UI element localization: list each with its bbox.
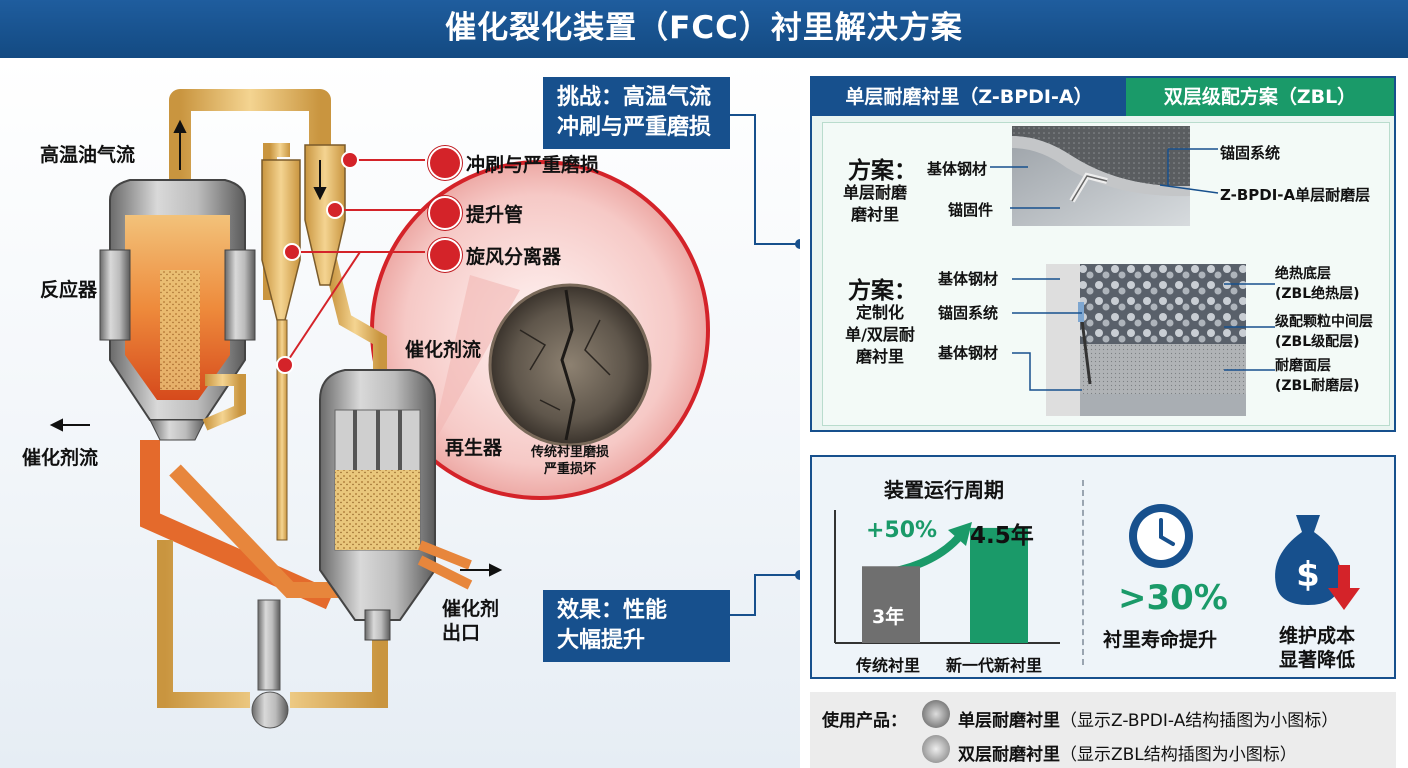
product-single-note: （显示Z-BPDI-A结构插图为小图标） xyxy=(1060,711,1339,731)
plan1-base-material: 基体钢材 xyxy=(927,160,988,178)
plan2-insulation-layer: 绝热底层 (ZBL绝热层) xyxy=(1275,266,1360,302)
bar-label-old: 3年 xyxy=(872,606,905,628)
challenge-box: 挑战：高温气流 冲刷与严重磨损 xyxy=(543,77,730,149)
plan1-anchor-piece: 锚固件 xyxy=(948,201,994,219)
plan2-subtitle: 定制化 单/双层耐 磨衬里 xyxy=(845,303,915,366)
plan1-anchor-system: 锚固系统 xyxy=(1220,144,1281,162)
worn-lining-caption: 传统衬里磨损 严重损坏 xyxy=(530,445,609,477)
label-reactor: 反应器 xyxy=(40,279,98,301)
bar-traditional xyxy=(862,566,920,643)
plan2-wear-face-layer: 耐磨面层 (ZBL耐磨层) xyxy=(1275,358,1360,394)
plan1-leader-lines xyxy=(990,148,1219,209)
money-bag-icon: $ xyxy=(1275,515,1360,610)
single-layer-product-icon xyxy=(922,700,950,728)
svg-text:$: $ xyxy=(1296,555,1320,595)
fcc-unit-diagram xyxy=(49,89,800,729)
label-catalyst-flow-left: 催化剂流 xyxy=(22,447,99,469)
single-layer-cross-section xyxy=(1012,126,1190,226)
products-label: 使用产品： xyxy=(822,711,907,731)
callout-erosion: 冲刷与严重磨损 xyxy=(466,154,600,176)
erosion-icon xyxy=(428,146,462,180)
label-catalyst-outlet: 催化剂 出口 xyxy=(442,598,500,644)
bar-new-generation xyxy=(970,527,1028,643)
plan2-base-material-top: 基体钢材 xyxy=(938,270,999,288)
product-double: 双层耐磨衬里（显示ZBL结构插图为小图标） xyxy=(958,740,1297,765)
callout-cyclone: 旋风分离器 xyxy=(466,246,562,268)
label-regenerator: 再生器 xyxy=(445,437,503,459)
label-oil-gas-flow: 高温油气流 xyxy=(40,144,136,166)
clock-icon xyxy=(1129,504,1193,568)
plan1-title: 方案： xyxy=(848,158,917,184)
increase-label: +50% xyxy=(866,518,938,543)
product-double-note: （显示ZBL结构插图为小图标） xyxy=(1060,745,1297,765)
worn-lining-photo xyxy=(488,283,652,447)
riser-icon xyxy=(428,196,462,230)
plan2-anchor-system: 锚固系统 xyxy=(938,304,999,322)
plan2-base-material-bottom: 基体钢材 xyxy=(938,344,999,362)
double-layer-product-icon xyxy=(922,735,950,763)
plan1-wear-layer: Z-BPDI-A单层耐磨层 xyxy=(1220,186,1371,204)
cost-reduction-label: 维护成本 显著降低 xyxy=(1278,625,1355,671)
products-bar xyxy=(810,692,1396,768)
life-increase-label: 衬里寿命提升 xyxy=(1103,629,1218,651)
product-single-name: 单层耐磨衬里 xyxy=(958,711,1060,731)
page-title: 催化裂化装置（FCC）衬里解决方案 xyxy=(0,0,1408,58)
product-double-name: 双层耐磨衬里 xyxy=(958,745,1060,765)
category-new: 新一代新衬里 xyxy=(946,656,1043,675)
label-catalyst-flow-mid: 催化剂流 xyxy=(405,339,482,361)
product-single: 单层耐磨衬里（显示Z-BPDI-A结构插图为小图标） xyxy=(958,706,1338,731)
growth-arrowhead xyxy=(948,522,972,546)
plan1-subtitle: 单层耐磨 磨衬里 xyxy=(842,183,907,224)
cyclone-icon xyxy=(428,238,462,272)
runtime-bar-chart xyxy=(834,510,1060,644)
plan2-graded-layer: 级配颗粒中间层 (ZBL级配层) xyxy=(1275,314,1373,350)
chart-title: 装置运行周期 xyxy=(884,478,1004,502)
down-arrow-icon xyxy=(1338,565,1350,590)
plan2-leader-lines xyxy=(1012,278,1275,391)
plan2-title: 方案： xyxy=(848,278,917,304)
effect-box: 效果：性能 大幅提升 xyxy=(543,590,730,662)
tab-double-layer[interactable]: 双层级配方案（ZBL） xyxy=(1126,78,1394,116)
life-increase-value: >30% xyxy=(1118,578,1228,618)
tab-single-layer[interactable]: 单层耐磨衬里（Z-BPDI-A） xyxy=(812,78,1126,116)
bar-label-new: 4.5年 xyxy=(970,523,1034,549)
category-old: 传统衬里 xyxy=(856,656,921,675)
callout-riser: 提升管 xyxy=(466,204,524,226)
divider xyxy=(1082,480,1084,665)
